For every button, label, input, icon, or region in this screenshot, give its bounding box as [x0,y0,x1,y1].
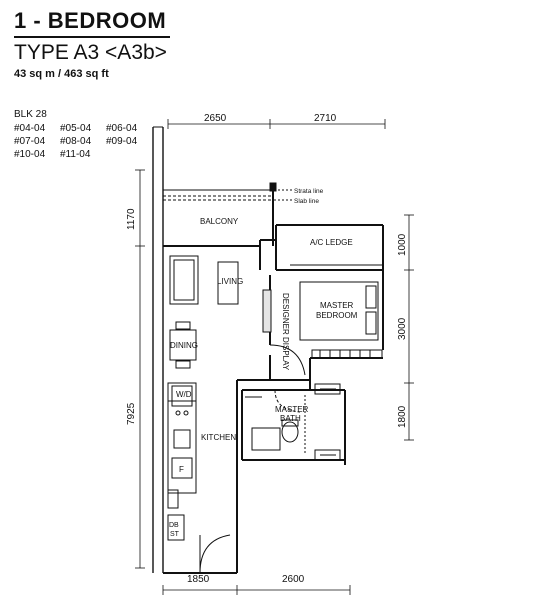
unit-number: #05-04 [60,123,92,134]
unit-number: #09-04 [106,136,138,147]
wd-cabinet [167,382,197,402]
tv-console [217,261,239,305]
title-underline [14,36,170,38]
ac-ledge-label: A/C LEDGE [310,238,353,247]
bath-door [274,389,301,413]
unit-area: 43 sq m / 463 sq ft [14,68,109,80]
unit-number: #06-04 [106,123,138,134]
block-name: BLK 28 [14,109,47,120]
dim-bottom-left: 1850 [187,574,210,585]
bedroom-door [269,344,306,376]
strata-line-label: Strata line [294,188,324,195]
kitchen-counter [167,382,197,494]
dim-right-bottom: 1800 [397,405,408,428]
balcony-area [163,182,277,247]
dim-top-left: 2650 [204,113,227,124]
bath-fittings [245,395,306,455]
unit-number: #07-04 [14,136,46,147]
entrance-door [199,534,231,574]
wardrobe [311,349,383,359]
ac-ledge [275,224,384,275]
db-label-1: DB [169,522,179,529]
left-wall [152,126,164,573]
window-box [314,449,341,461]
master-bedroom-label-2: BEDROOM [316,311,358,320]
kitchen-label: KITCHEN [201,433,236,442]
dim-right-top: 1000 [397,233,408,256]
wd-label: W/D [176,390,192,399]
window-box [314,383,341,395]
dim-left-upper: 1170 [126,208,137,230]
designer-display-label: DESIGNER DISPLAY [281,293,290,371]
master-bath-label-1: MASTER [275,405,309,414]
designer-display [262,289,272,333]
dim-left-main: 7925 [126,402,137,425]
sofa [169,255,199,305]
unit-list: #04-04 #05-04 #06-04 #07-04 #08-04 #09-0… [14,122,152,161]
dim-bottom-right: 2600 [282,574,305,585]
dining-table [169,321,197,369]
page-title: 1 - BEDROOM [14,8,167,33]
unit-number: #10-04 [14,149,46,160]
unit-number: #04-04 [14,123,46,134]
slab-line-label: Slab line [294,198,319,205]
living-label: LIVING [217,277,243,286]
master-bedroom-label-1: MASTER [320,301,354,310]
unit-number: #11-04 [60,149,91,160]
dim-top-right: 2710 [314,113,337,124]
fridge-label: F [179,465,184,474]
unit-number: #08-04 [60,136,92,147]
dining-label: DINING [170,341,198,350]
db-cabinet [167,514,185,541]
db-label-2: ST [170,531,180,538]
bed [299,281,379,341]
master-bath-label-2: BATH [280,414,301,423]
unit-type: TYPE A3 <A3b> [14,41,167,64]
dimension-lines [135,119,414,595]
dim-right-mid: 3000 [397,317,408,340]
balcony-label: BALCONY [200,217,239,226]
